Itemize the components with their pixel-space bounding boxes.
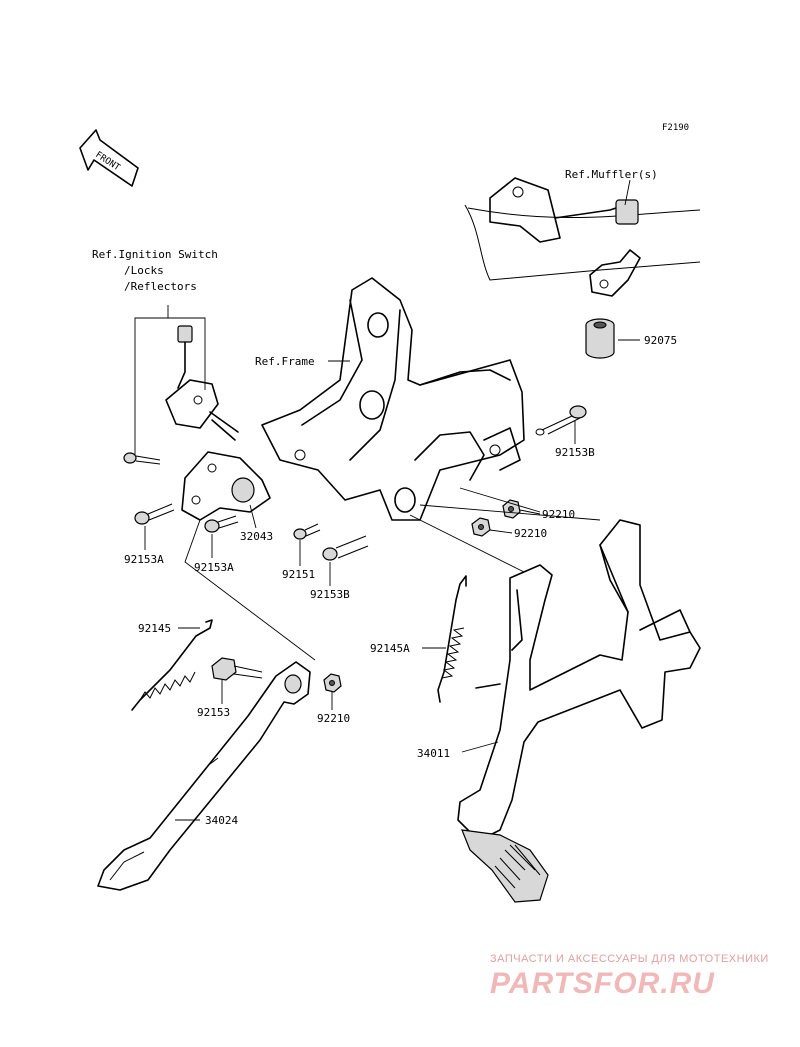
part-32043: 32043 <box>240 530 273 543</box>
part-92145: 92145 <box>138 622 171 635</box>
bolt-92153b-bottom-icon <box>322 535 369 561</box>
part-92153b-bottom: 92153B <box>310 588 350 601</box>
spring-92145a-icon <box>437 575 467 703</box>
part-92210-c: 92210 <box>317 712 350 725</box>
bolt-92153-icon <box>211 657 263 681</box>
ref-ignition-label-1: Ref.Ignition Switch <box>92 248 218 261</box>
muffler-damper-icon <box>615 199 639 225</box>
part-92153a-right: 92153A <box>194 561 234 574</box>
bolt-92153a-left-icon <box>134 503 175 525</box>
nut-92210-a-icon <box>502 499 521 519</box>
small-bolt-icon <box>123 452 161 465</box>
bolt-92153a-right-icon <box>204 515 239 533</box>
part-92153a-left: 92153A <box>124 553 164 566</box>
damper-92075-icon <box>585 318 615 359</box>
part-92145a: 92145A <box>370 642 410 655</box>
frame-drawing <box>261 277 525 521</box>
muffler-bracket-drawing <box>464 177 701 297</box>
watermark-tagline: ЗАПЧАСТИ И АКСЕССУАРЫ ДЛЯ МОТОТЕХНИКИ <box>490 953 769 965</box>
nut-92210-c-icon <box>323 673 342 693</box>
ref-muffler-label: Ref.Muffler(s) <box>565 168 658 181</box>
part-92153: 92153 <box>197 706 230 719</box>
bracket-32043-drawing <box>181 451 271 521</box>
spring-92145-icon <box>131 619 213 711</box>
part-92151: 92151 <box>282 568 315 581</box>
part-92153b-top: 92153B <box>555 446 595 459</box>
ref-frame-label: Ref.Frame <box>255 355 315 368</box>
part-92075: 92075 <box>644 334 677 347</box>
bolt-92151-icon <box>293 523 321 540</box>
side-stand-34024-drawing <box>97 661 311 891</box>
center-stand-34011-drawing <box>457 519 701 903</box>
bolt-92153b-top-icon <box>535 405 587 436</box>
part-92210-b: 92210 <box>514 527 547 540</box>
ref-ignition-label-3: /Reflectors <box>124 280 197 293</box>
front-arrow-icon: FRONT <box>79 129 139 187</box>
diagram-code: F2190 <box>662 123 689 133</box>
part-92210-a: 92210 <box>542 508 575 521</box>
nut-92210-b-icon <box>471 517 491 537</box>
side-stand-switch-drawing <box>165 325 239 441</box>
part-34024: 34024 <box>205 814 238 827</box>
part-34011: 34011 <box>417 747 450 760</box>
ref-ignition-label-2: /Locks <box>124 264 164 277</box>
watermark-logo: PARTSFOR.RU <box>490 967 715 1000</box>
